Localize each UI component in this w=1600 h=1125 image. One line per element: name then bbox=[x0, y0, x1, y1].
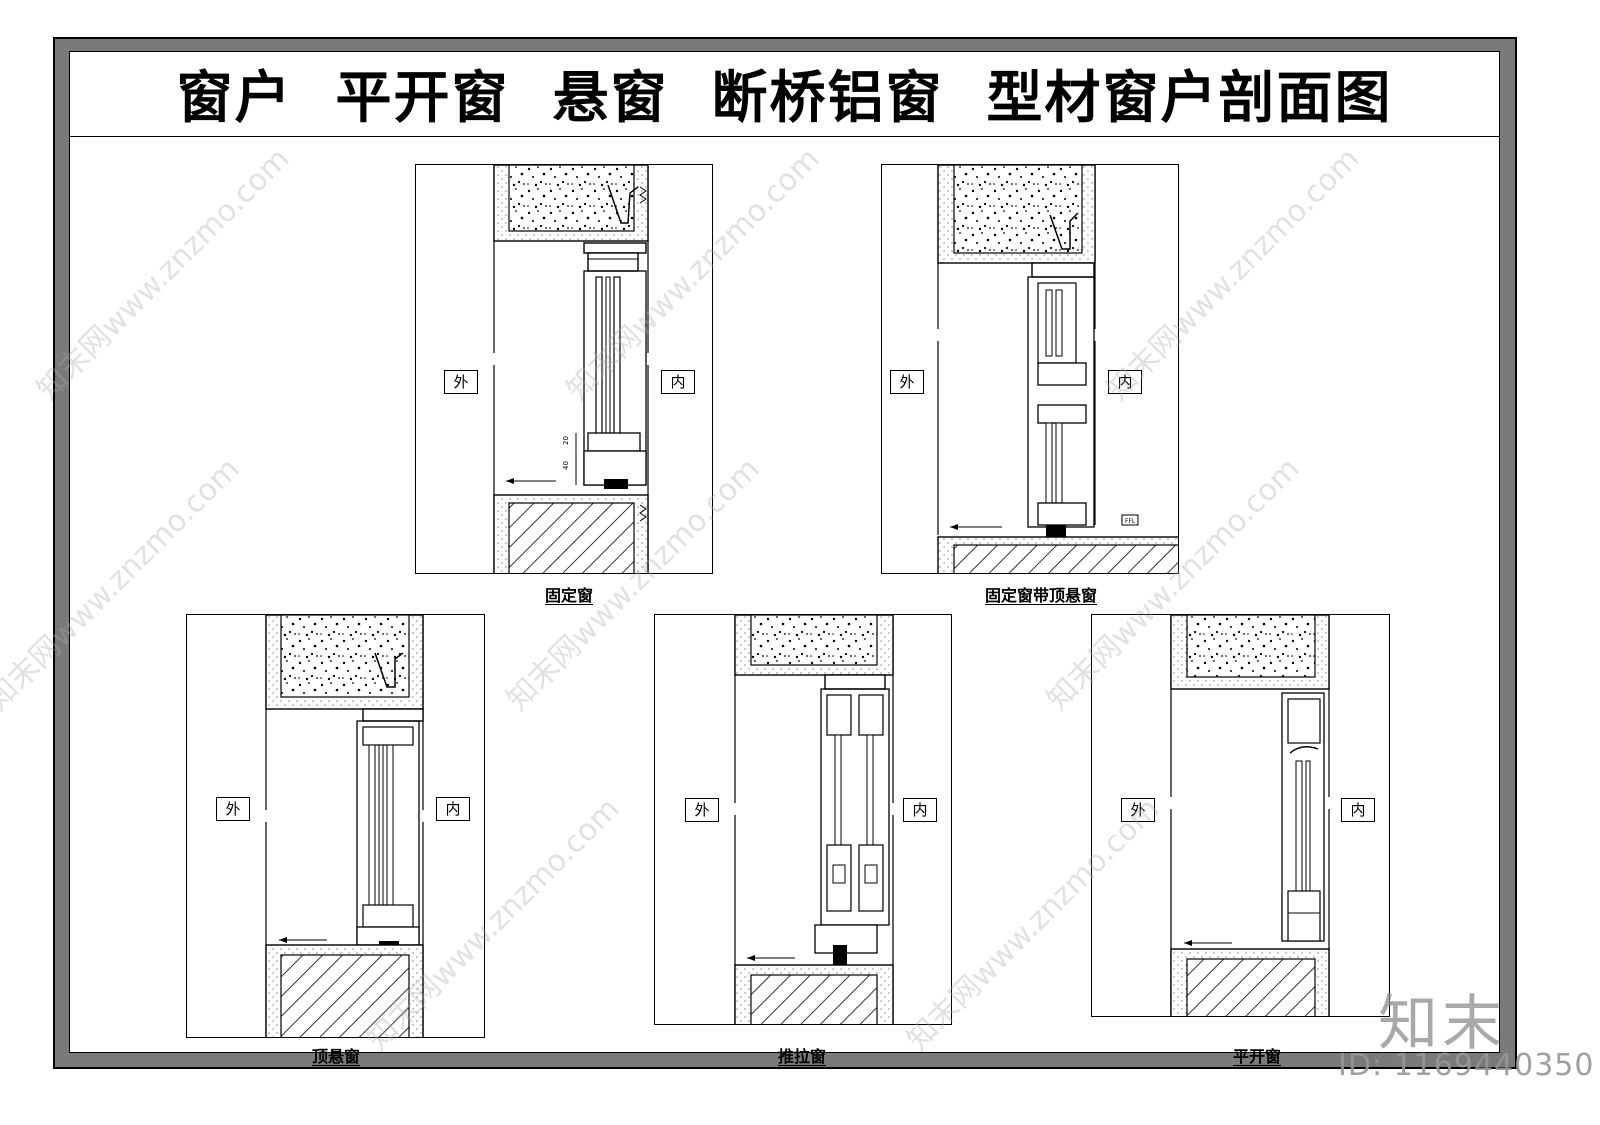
outside-label: 外 bbox=[890, 370, 924, 394]
outside-label: 外 bbox=[444, 370, 478, 394]
section-fixed-window: 20 40 外 内 bbox=[415, 164, 713, 574]
svg-text:20: 20 bbox=[562, 436, 570, 445]
caption-fixed-with-top-hung: 固定窗带顶悬窗 bbox=[984, 586, 1098, 605]
brand-logo: 知末 bbox=[1378, 989, 1506, 1059]
caption-sliding-window: 推拉窗 bbox=[777, 1047, 827, 1066]
caption-fixed-window: 固定窗 bbox=[544, 586, 594, 605]
inside-label: 内 bbox=[903, 798, 937, 822]
section-fixed-with-top-hung: FFL 外 内 bbox=[881, 164, 1179, 574]
section-fixed-window-drawing: 20 40 bbox=[493, 165, 649, 573]
outside-label: 外 bbox=[1121, 798, 1155, 822]
inside-label: 内 bbox=[661, 370, 695, 394]
section-sliding-window: 外 内 bbox=[654, 614, 952, 1025]
section-casement-window-drawing bbox=[1170, 615, 1330, 1016]
outside-label: 外 bbox=[685, 798, 719, 822]
section-casement-window: 外 内 bbox=[1091, 614, 1390, 1017]
page-title: 窗户 平开窗 悬窗 断桥铝窗 型材窗户剖面图 bbox=[176, 66, 1393, 131]
svg-text:40: 40 bbox=[562, 461, 570, 470]
caption-casement-window: 平开窗 bbox=[1232, 1047, 1282, 1066]
inside-label: 内 bbox=[1341, 798, 1375, 822]
id-label: ID: 1169440350 bbox=[1338, 1048, 1595, 1083]
inside-label: 内 bbox=[1108, 370, 1142, 394]
floor-level-mark: FFL bbox=[1125, 518, 1136, 525]
section-sliding-window-drawing bbox=[734, 615, 894, 1024]
section-top-hung-window-drawing bbox=[265, 615, 424, 1037]
section-fixed-with-top-hung-drawing: FFL bbox=[937, 165, 1178, 573]
caption-top-hung-window: 顶悬窗 bbox=[311, 1047, 361, 1066]
section-top-hung-window: 外 内 bbox=[186, 614, 485, 1038]
title-bar: 窗户 平开窗 悬窗 断桥铝窗 型材窗户剖面图 bbox=[69, 51, 1500, 137]
outside-label: 外 bbox=[216, 797, 250, 821]
inside-label: 内 bbox=[436, 797, 470, 821]
